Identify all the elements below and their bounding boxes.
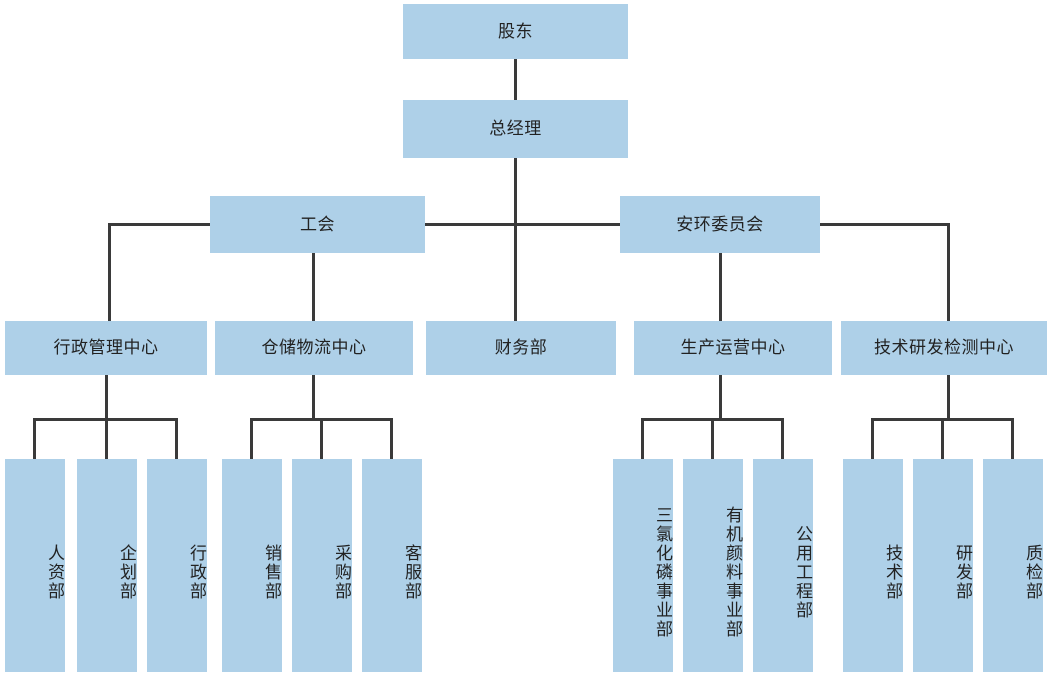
org-node-label: 总经理 xyxy=(489,119,542,139)
connector-safety-to-production xyxy=(719,253,722,321)
org-node-safety-env-committee[interactable]: 安环委员会 xyxy=(620,196,820,253)
connector-admin-child-3 xyxy=(175,418,178,459)
connector-techrd-child-1 xyxy=(871,418,874,459)
org-node-organic-pigment-division[interactable]: 有机颜料事业部 xyxy=(683,459,743,672)
org-node-shareholder[interactable]: 股东 xyxy=(403,4,628,59)
org-node-purchasing-dept[interactable]: 采购部 xyxy=(292,459,352,672)
org-node-rd-dept[interactable]: 研发部 xyxy=(913,459,973,672)
connector-union-to-warehouse xyxy=(312,253,315,321)
org-node-label: 质检部 xyxy=(1023,544,1042,601)
connector-shareholder-to-gm xyxy=(514,59,517,100)
org-node-label: 研发部 xyxy=(953,544,972,601)
org-node-label: 技术研发检测中心 xyxy=(874,338,1014,358)
connector-warehouse-child-1 xyxy=(250,418,253,459)
org-node-label: 股东 xyxy=(498,21,533,41)
org-node-production-operations-center[interactable]: 生产运营中心 xyxy=(634,321,832,375)
org-node-label: 有机颜料事业部 xyxy=(723,506,742,639)
org-node-label: 行政管理中心 xyxy=(53,338,159,358)
connector-warehouse-child-3 xyxy=(390,418,393,459)
connector-level3-horizontal-bar xyxy=(108,223,950,226)
org-node-hr-dept[interactable]: 人资部 xyxy=(5,459,65,672)
org-node-label: 工会 xyxy=(300,214,335,234)
org-node-finance-dept[interactable]: 财务部 xyxy=(426,321,616,375)
connector-gm-down-trunk xyxy=(514,158,517,321)
connector-production-child-2 xyxy=(711,418,714,459)
org-node-general-manager[interactable]: 总经理 xyxy=(403,100,628,158)
connector-warehouse-child-2 xyxy=(320,418,323,459)
org-node-label: 三氯化磷事业部 xyxy=(653,506,672,639)
org-node-label: 生产运营中心 xyxy=(680,338,786,358)
org-node-label: 客服部 xyxy=(402,544,421,601)
connector-admin-child-2 xyxy=(105,418,108,459)
org-node-admin-management-center[interactable]: 行政管理中心 xyxy=(5,321,207,375)
connector-production-stem xyxy=(719,375,722,420)
org-node-planning-dept[interactable]: 企划部 xyxy=(77,459,137,672)
org-node-customer-service-dept[interactable]: 客服部 xyxy=(362,459,422,672)
org-node-warehouse-logistics-center[interactable]: 仓储物流中心 xyxy=(215,321,413,375)
connector-warehouse-stem xyxy=(312,375,315,420)
org-node-label: 技术部 xyxy=(883,544,902,601)
connector-left-elbow-down xyxy=(108,223,111,321)
org-node-utilities-engineering-dept[interactable]: 公用工程部 xyxy=(753,459,813,672)
org-node-label: 采购部 xyxy=(332,544,351,601)
connector-admin-stem xyxy=(105,375,108,420)
org-node-label: 仓储物流中心 xyxy=(261,338,367,358)
connector-techrd-stem xyxy=(947,375,950,420)
connector-production-child-3 xyxy=(781,418,784,459)
org-node-label: 人资部 xyxy=(45,544,64,601)
org-node-pcl3-division[interactable]: 三氯化磷事业部 xyxy=(613,459,673,672)
connector-right-elbow-down xyxy=(947,223,950,321)
org-node-administration-dept[interactable]: 行政部 xyxy=(147,459,207,672)
org-node-label: 销售部 xyxy=(262,544,281,601)
connector-techrd-child-3 xyxy=(1011,418,1014,459)
org-node-label: 安环委员会 xyxy=(676,214,764,234)
org-node-label: 公用工程部 xyxy=(793,525,812,620)
org-node-tech-rd-testing-center[interactable]: 技术研发检测中心 xyxy=(841,321,1047,375)
org-node-quality-inspection-dept[interactable]: 质检部 xyxy=(983,459,1043,672)
org-node-technology-dept[interactable]: 技术部 xyxy=(843,459,903,672)
connector-admin-child-1 xyxy=(33,418,36,459)
org-node-labor-union[interactable]: 工会 xyxy=(210,196,425,253)
org-node-label: 行政部 xyxy=(187,544,206,601)
org-node-label: 财务部 xyxy=(494,338,548,358)
connector-techrd-child-2 xyxy=(941,418,944,459)
connector-production-child-1 xyxy=(641,418,644,459)
org-node-sales-dept[interactable]: 销售部 xyxy=(222,459,282,672)
org-node-label: 企划部 xyxy=(117,544,136,601)
